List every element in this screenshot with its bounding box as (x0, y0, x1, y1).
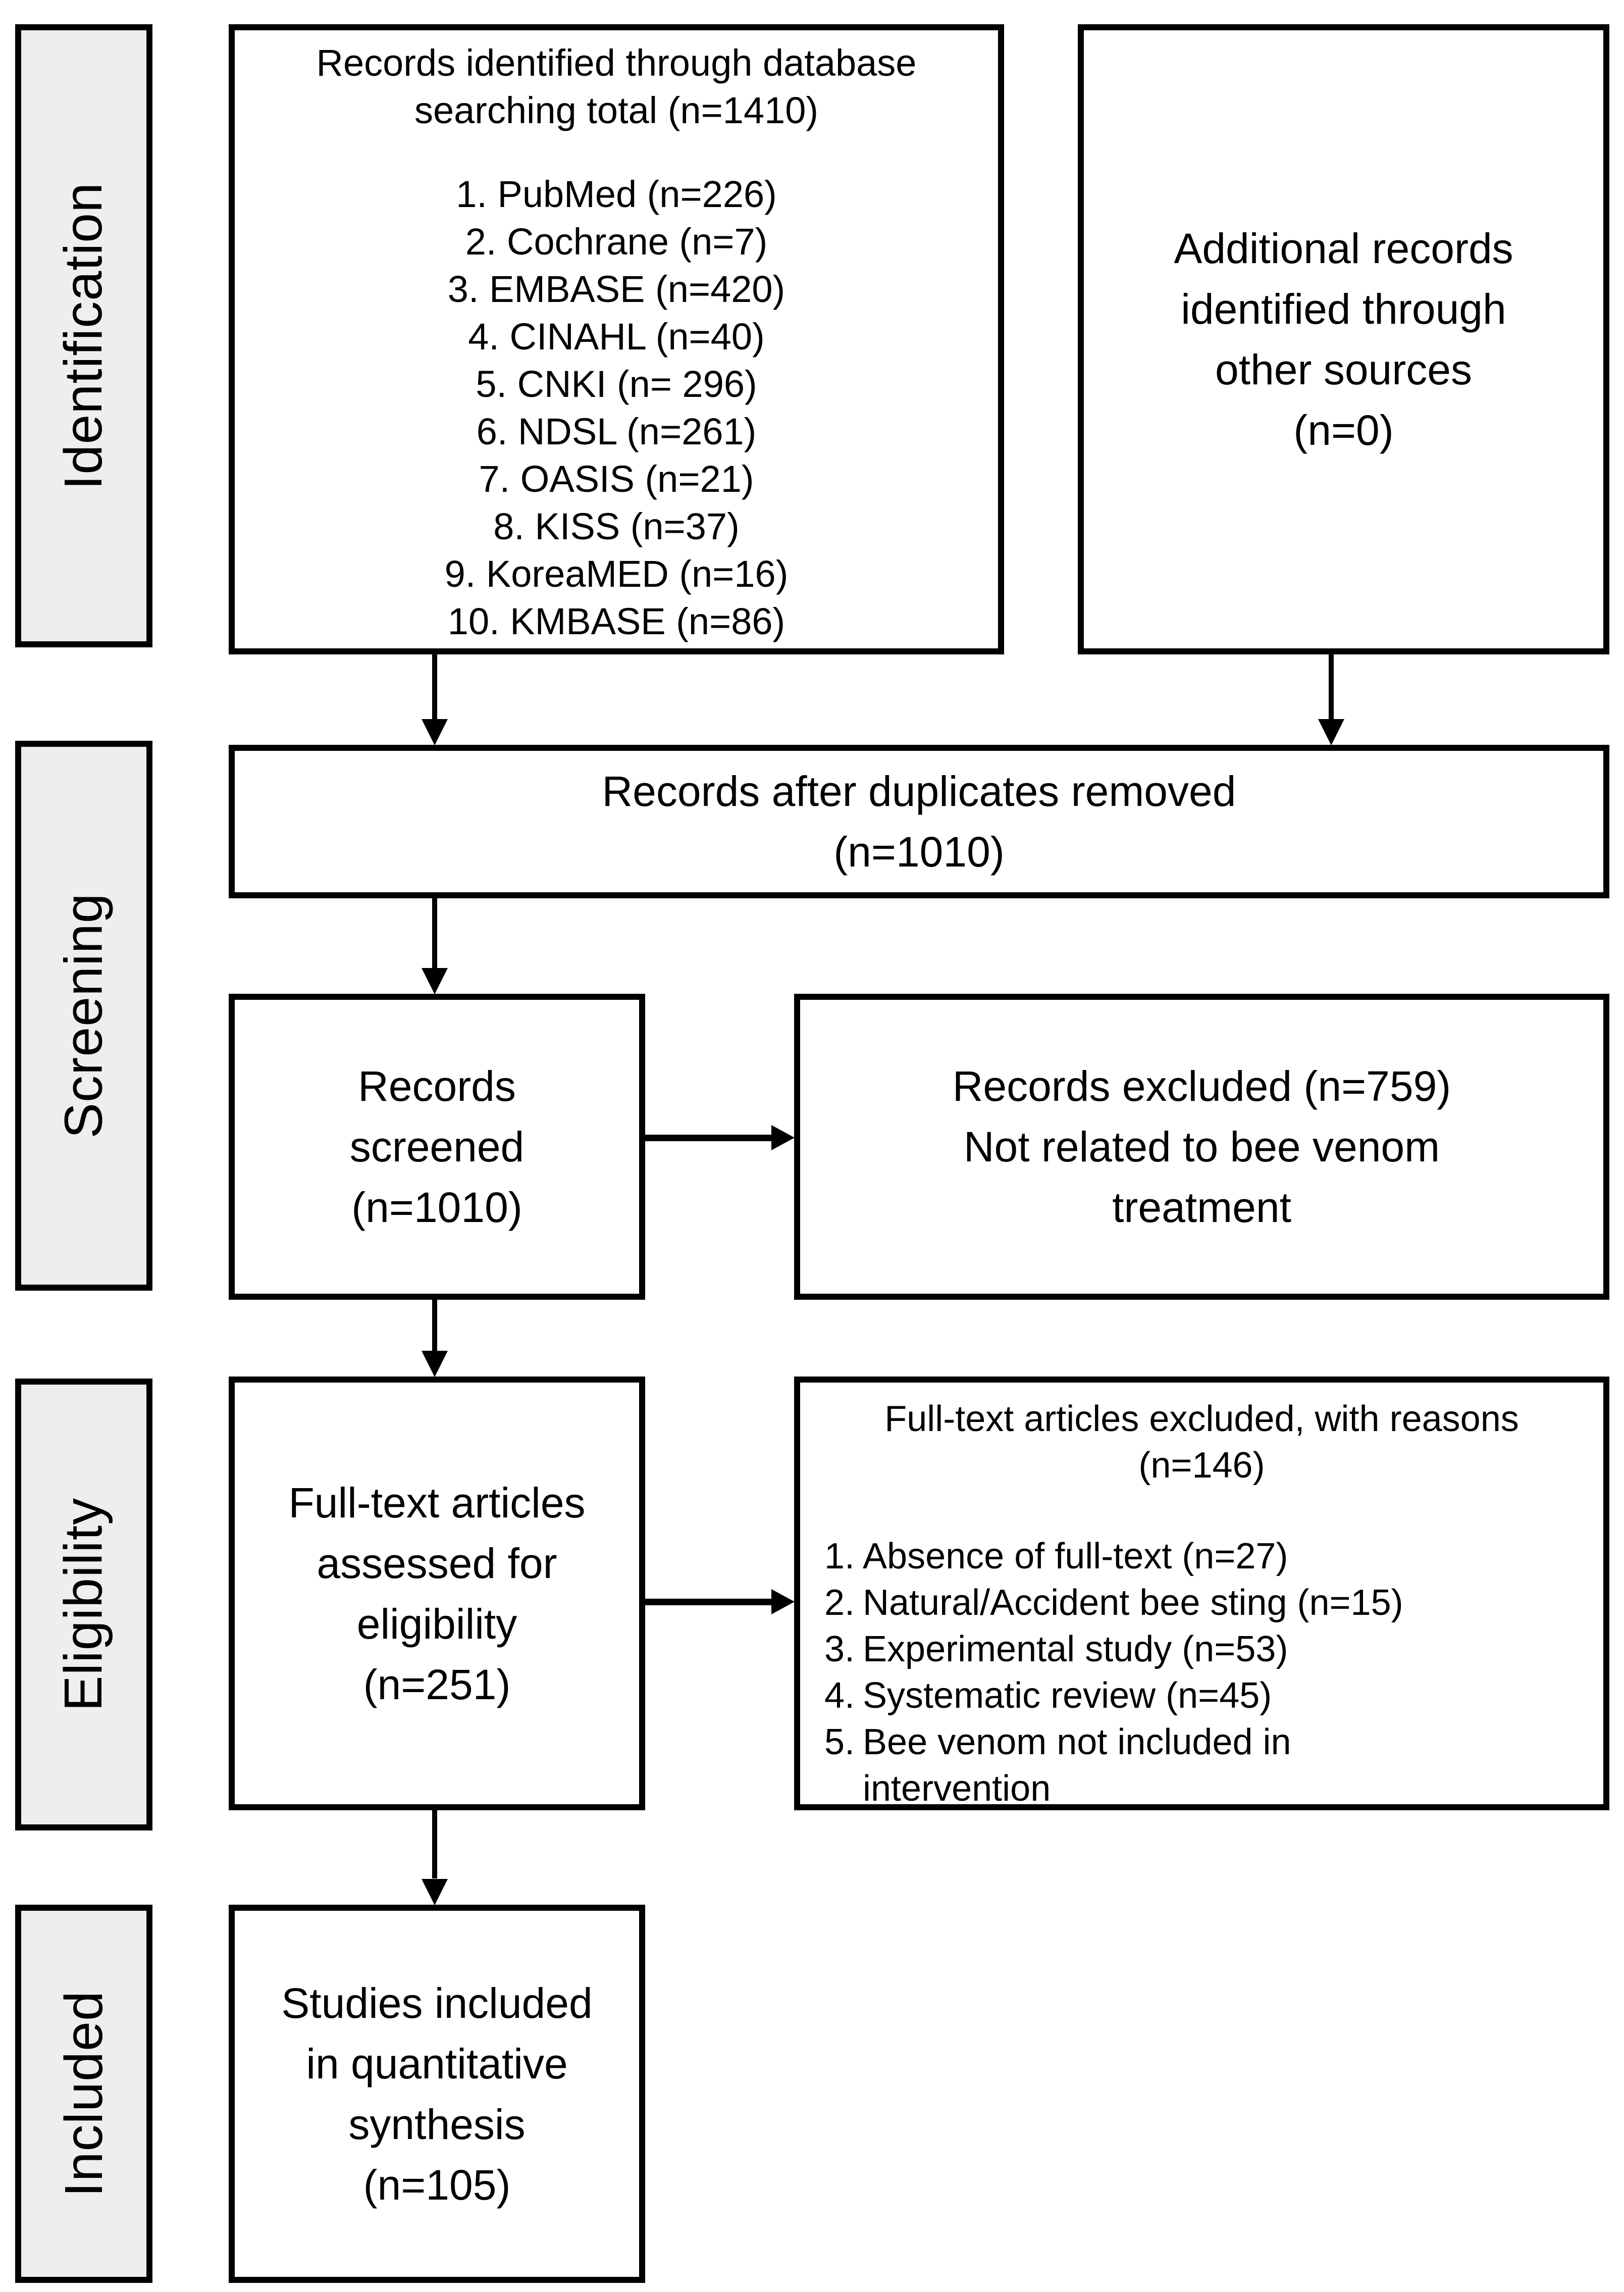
exclusion-reason-number: 4. (824, 1675, 855, 1716)
exclusion-reason-number: 2. (824, 1583, 855, 1623)
arrowhead-down-icon (1318, 719, 1344, 745)
fulltext-assessed-box: Full-text articles assessed for eligibil… (229, 1377, 645, 1810)
database-list: 1. PubMed (n=226) 2. Cochrane (n=7) 3. E… (235, 171, 998, 645)
records-identified-title-line: searching total (n=1410) (414, 89, 819, 131)
duplicates-removed-box: Records after duplicates removed (n=1010… (229, 745, 1609, 898)
additional-records-line: identified through (1181, 285, 1506, 333)
fulltext-excluded-title-line: (n=146) (1138, 1445, 1265, 1486)
stage-eligibility: Eligibility (15, 1379, 152, 1830)
exclusion-reason-item: 5. Bee venom not included in interventio… (824, 1719, 1593, 1812)
records-excluded-box: Records excluded (n=759) Not related to … (794, 994, 1609, 1300)
additional-records-line: (n=0) (1293, 406, 1394, 454)
additional-records-line: other sources (1215, 346, 1472, 393)
studies-included-line: Studies included (281, 1979, 593, 2027)
exclusion-reason-item: 3. Experimental study (n=53) (824, 1626, 1593, 1672)
exclusion-reason-item: 2. Natural/Accident bee sting (n=15) (824, 1580, 1593, 1626)
arrow-line (432, 1810, 437, 1878)
arrowhead-down-icon (422, 1879, 448, 1905)
database-list-item: 2. Cochrane (n=7) (465, 221, 768, 263)
database-list-item: 10. KMBASE (n=86) (447, 600, 785, 642)
arrow-line (1329, 654, 1334, 721)
stage-eligibility-label: Eligibility (54, 1497, 114, 1712)
arrowhead-right-icon (771, 1589, 795, 1614)
exclusion-reason-text: Systematic review (n=45) (863, 1675, 1272, 1716)
arrowhead-down-icon (422, 719, 448, 745)
records-identified-box: Records identified through database sear… (229, 24, 1004, 654)
exclusion-reason-text: Absence of full-text (n=27) (863, 1536, 1288, 1576)
arrow-line (645, 1135, 773, 1141)
stage-included-label: Included (54, 1991, 114, 2197)
fulltext-assessed-line: (n=251) (363, 1660, 511, 1708)
records-screened-line: screened (349, 1123, 525, 1170)
fulltext-excluded-box: Full-text articles excluded, with reason… (794, 1377, 1609, 1810)
exclusion-reason-list: 1. Absence of full-text (n=27) 2. Natura… (800, 1533, 1603, 1812)
exclusion-reason-number: 1. (824, 1536, 855, 1576)
database-list-item: 9. KoreaMED (n=16) (444, 553, 789, 595)
exclusion-reason-item: 1. Absence of full-text (n=27) (824, 1533, 1593, 1580)
studies-included-line: synthesis (348, 2100, 526, 2148)
records-screened-line: (n=1010) (351, 1184, 522, 1231)
exclusion-reason-text: Experimental study (n=53) (863, 1629, 1288, 1669)
records-identified-title-line: Records identified through database (316, 42, 917, 84)
exclusion-reason-number: 5. (824, 1722, 855, 1762)
records-identified-title: Records identified through database sear… (235, 30, 998, 134)
database-list-item: 4. CINAHL (n=40) (468, 316, 765, 358)
arrowhead-right-icon (771, 1125, 795, 1150)
exclusion-reason-text-line: intervention (863, 1768, 1051, 1809)
database-list-item: 6. NDSL (n=261) (476, 411, 757, 452)
arrow-line (432, 654, 437, 721)
studies-included-line: in quantitative (306, 2040, 568, 2087)
database-list-item: 1. PubMed (n=226) (456, 173, 777, 215)
arrowhead-down-icon (422, 968, 448, 994)
exclusion-reason-text: Bee venom not included in intervention (863, 1719, 1593, 1812)
additional-records-box: Additional records identified through ot… (1078, 24, 1609, 654)
studies-included-line: (n=105) (363, 2161, 511, 2209)
stage-screening: Screening (15, 741, 152, 1291)
database-list-item: 5. CNKI (n= 296) (476, 363, 757, 405)
database-list-item: 3. EMBASE (n=420) (447, 268, 785, 310)
exclusion-reason-number: 3. (824, 1629, 855, 1669)
fulltext-assessed-line: assessed for (317, 1539, 557, 1587)
duplicates-removed-line: (n=1010) (833, 828, 1005, 876)
stage-identification-label: Identification (54, 182, 114, 490)
arrow-line (645, 1599, 773, 1605)
records-excluded-line: treatment (1112, 1184, 1291, 1231)
arrow-line (432, 898, 437, 970)
arrowhead-down-icon (422, 1351, 448, 1377)
database-list-item: 8. KISS (n=37) (493, 505, 740, 547)
duplicates-removed-line: Records after duplicates removed (602, 768, 1236, 815)
fulltext-excluded-title-line: Full-text articles excluded, with reason… (884, 1399, 1519, 1439)
fulltext-assessed-line: eligibility (356, 1600, 517, 1648)
records-screened-line: Records (358, 1062, 516, 1110)
stage-screening-label: Screening (54, 893, 114, 1139)
exclusion-reason-text: Natural/Accident bee sting (n=15) (863, 1583, 1403, 1623)
studies-included-box: Studies included in quantitative synthes… (229, 1905, 645, 2283)
arrow-line (432, 1300, 437, 1353)
fulltext-assessed-line: Full-text articles (288, 1479, 586, 1526)
stage-identification: Identification (15, 24, 152, 647)
fulltext-excluded-title: Full-text articles excluded, with reason… (800, 1383, 1603, 1489)
records-excluded-line: Records excluded (n=759) (952, 1062, 1451, 1110)
additional-records-line: Additional records (1174, 225, 1513, 272)
database-list-item: 7. OASIS (n=21) (479, 458, 754, 500)
exclusion-reason-text-line: Bee venom not included in (863, 1722, 1291, 1762)
records-excluded-line: Not related to bee venom (963, 1123, 1440, 1170)
exclusion-reason-item: 4. Systematic review (n=45) (824, 1672, 1593, 1719)
records-screened-box: Records screened (n=1010) (229, 994, 645, 1300)
stage-included: Included (15, 1905, 152, 2283)
